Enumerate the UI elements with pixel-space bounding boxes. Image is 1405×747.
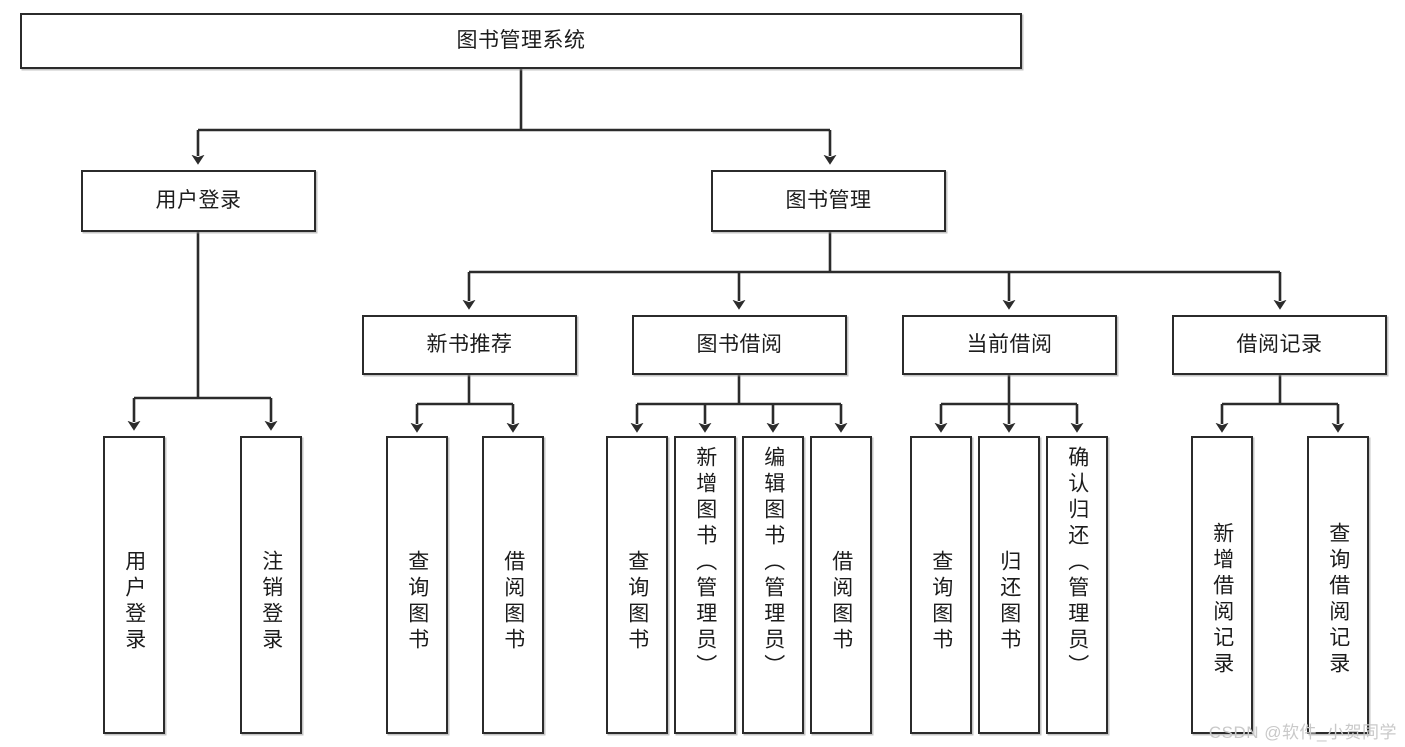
node-current-borrow-label: 当前借阅 [966, 332, 1053, 356]
leaf-confirm-return-label: 确认归还（管理员） [1065, 446, 1089, 680]
node-book-borrow-label: 图书借阅 [696, 332, 783, 356]
leaf-add-record-label: 新增借阅记录 [1210, 522, 1234, 678]
leaf-borrow-book-1[interactable]: 借阅图书 [482, 436, 544, 734]
leaf-logout-login[interactable]: 注销登录 [240, 436, 302, 734]
leaf-return-book-label: 归还图书 [997, 550, 1021, 654]
leaf-query-book-1-label: 查询图书 [405, 550, 429, 654]
node-new-book-recommend-label: 新书推荐 [426, 332, 513, 356]
leaf-user-login-label: 用户登录 [122, 550, 146, 654]
node-user-login[interactable]: 用户登录 [81, 170, 316, 232]
leaf-query-record-label: 查询借阅记录 [1326, 522, 1350, 678]
node-book-borrow[interactable]: 图书借阅 [632, 315, 847, 375]
leaf-user-login[interactable]: 用户登录 [103, 436, 165, 734]
node-new-book-recommend[interactable]: 新书推荐 [362, 315, 577, 375]
leaf-return-book[interactable]: 归还图书 [978, 436, 1040, 734]
leaf-borrow-book-2-label: 借阅图书 [829, 550, 853, 654]
leaf-add-book-label: 新增图书（管理员） [693, 446, 717, 680]
leaf-query-book-2-label: 查询图书 [625, 550, 649, 654]
node-borrow-record[interactable]: 借阅记录 [1172, 315, 1387, 375]
leaf-query-book-1[interactable]: 查询图书 [386, 436, 448, 734]
leaf-query-book-2[interactable]: 查询图书 [606, 436, 668, 734]
leaf-confirm-return[interactable]: 确认归还（管理员） [1046, 436, 1108, 734]
node-root-label: 图书管理系统 [456, 28, 586, 52]
node-root[interactable]: 图书管理系统 [20, 13, 1022, 69]
node-book-manage[interactable]: 图书管理 [711, 170, 946, 232]
node-user-login-label: 用户登录 [155, 188, 242, 212]
node-current-borrow[interactable]: 当前借阅 [902, 315, 1117, 375]
leaf-add-book[interactable]: 新增图书（管理员） [674, 436, 736, 734]
leaf-borrow-book-1-label: 借阅图书 [501, 550, 525, 654]
leaf-query-record[interactable]: 查询借阅记录 [1307, 436, 1369, 734]
leaf-borrow-book-2[interactable]: 借阅图书 [810, 436, 872, 734]
leaf-logout-login-label: 注销登录 [259, 550, 283, 654]
node-borrow-record-label: 借阅记录 [1236, 332, 1323, 356]
csdn-watermark: CSDN @软件_小贺同学 [1208, 723, 1397, 742]
leaf-edit-book[interactable]: 编辑图书（管理员） [742, 436, 804, 734]
leaf-query-book-3-label: 查询图书 [929, 550, 953, 654]
leaf-add-record[interactable]: 新增借阅记录 [1191, 436, 1253, 734]
leaf-query-book-3[interactable]: 查询图书 [910, 436, 972, 734]
leaf-edit-book-label: 编辑图书（管理员） [761, 446, 785, 680]
node-book-manage-label: 图书管理 [785, 188, 872, 212]
